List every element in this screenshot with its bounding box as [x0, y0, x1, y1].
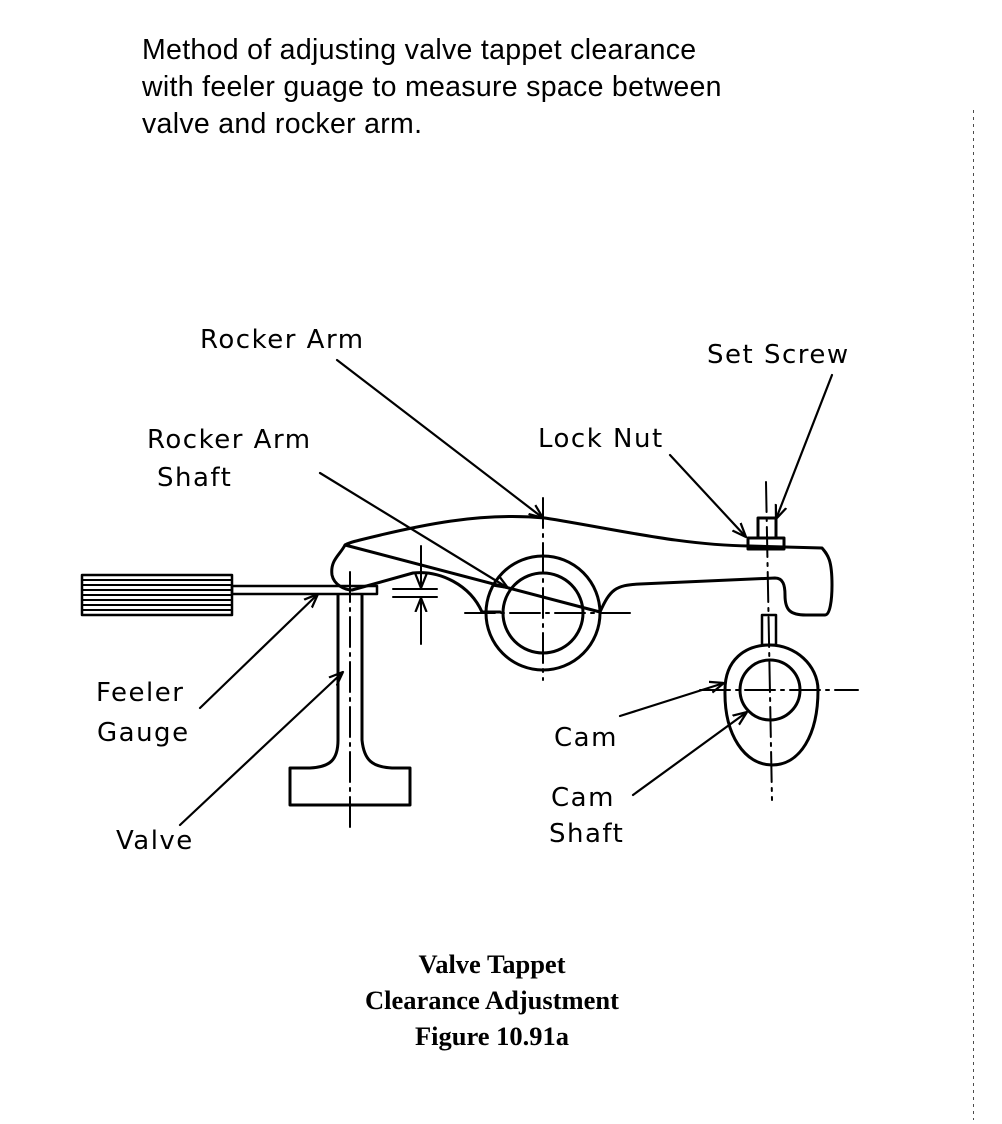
label-rocker-arm-shaft-2: Shaft [157, 463, 232, 493]
center-lines [349, 481, 859, 829]
caption-title: Valve Tappet [418, 949, 566, 979]
intro-line: with feeler guage to measure space betwe… [142, 71, 722, 103]
label-set-screw: Set Screw [707, 340, 850, 370]
leader-lines [178, 358, 834, 827]
label-cam-shaft-2: Shaft [549, 819, 624, 849]
label-rocker-arm: Rocker Arm [200, 325, 365, 355]
label-feeler-gauge-2: Gauge [97, 718, 190, 748]
label-lock-nut: Lock Nut [538, 424, 664, 454]
figure-caption: Valve Tappet Clearance Adjustment Figure… [292, 946, 692, 1054]
caption-subtitle: Clearance Adjustment [365, 985, 619, 1015]
intro-text: Method of adjusting valve tappet clearan… [142, 32, 862, 143]
clearance-dimension [392, 545, 438, 645]
intro-line: Method of adjusting valve tappet clearan… [142, 34, 697, 66]
feeler-gauge-handle [80, 573, 234, 617]
intro-line: valve and rocker arm. [142, 108, 423, 140]
rocker-arm [330, 515, 834, 617]
cam-lobe [723, 643, 820, 767]
caption-figure-number: Figure 10.91a [414, 1021, 570, 1051]
label-rocker-arm-shaft: Rocker Arm [147, 425, 312, 455]
label-cam-shaft: Cam [551, 783, 615, 813]
scan-edge-line [973, 110, 974, 1120]
labels: Rocker Arm Rocker Arm Shaft Set Screw Lo… [96, 325, 850, 856]
label-cam: Cam [554, 723, 618, 753]
label-feeler-gauge: Feeler [96, 678, 184, 708]
label-valve: Valve [116, 826, 194, 856]
